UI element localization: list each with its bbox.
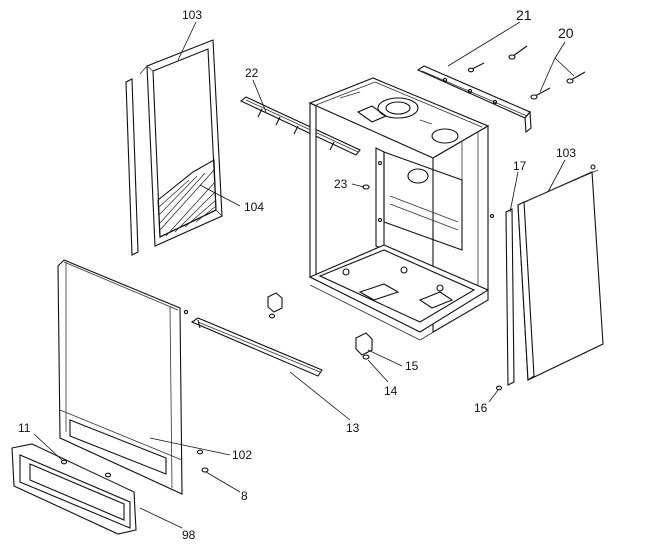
label-20: 20 <box>558 25 574 41</box>
label-23: 23 <box>334 177 348 191</box>
side-panel-left <box>139 39 223 247</box>
label-16: 16 <box>474 401 488 415</box>
screw-8 <box>196 449 209 473</box>
label-102: 102 <box>232 448 252 462</box>
screws-20 <box>467 45 586 100</box>
part-labels: 103 21 20 22 104 23 17 103 15 14 13 16 1… <box>18 7 576 542</box>
top-strip-21 <box>416 65 532 134</box>
label-104: 104 <box>244 200 264 214</box>
cabinet-body <box>308 77 495 341</box>
label-8: 8 <box>241 489 248 503</box>
label-21: 21 <box>516 7 532 23</box>
insulation-104 <box>157 159 217 238</box>
label-103-right: 103 <box>556 146 576 160</box>
hinge-15 <box>355 332 373 356</box>
door-102 <box>57 259 189 495</box>
leader-lines <box>33 21 575 529</box>
label-98: 98 <box>182 528 196 542</box>
kick-plate-98 <box>11 443 137 535</box>
side-panel-right <box>517 164 604 381</box>
label-13: 13 <box>346 421 360 435</box>
label-17: 17 <box>513 159 527 173</box>
screw-16 <box>495 385 503 391</box>
label-14: 14 <box>384 384 398 398</box>
bar-13 <box>190 317 323 377</box>
label-22: 22 <box>245 66 259 80</box>
hinge-upper <box>267 292 283 319</box>
gasket-strip-left <box>125 78 139 256</box>
gasket-strip-17 <box>505 208 515 386</box>
screw-14 <box>362 354 370 360</box>
screw-11 <box>60 459 112 478</box>
label-11: 11 <box>18 421 31 435</box>
label-103-top: 103 <box>182 8 202 22</box>
label-15: 15 <box>405 359 419 373</box>
